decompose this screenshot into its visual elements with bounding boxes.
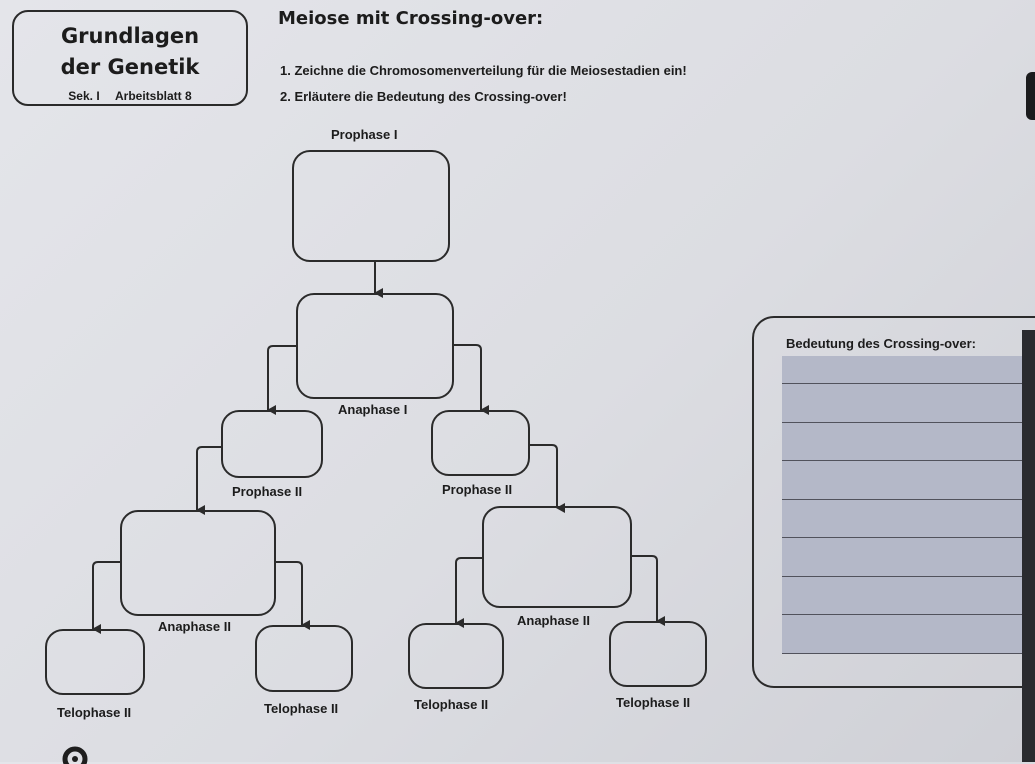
arrow-anaphase2-left-to-telophase-2 (276, 561, 310, 630)
drawing-box-telophase2-1[interactable] (45, 629, 145, 695)
label-anaphase2-left: Anaphase II (158, 619, 231, 634)
answer-line (782, 575, 1035, 577)
header-subtitle: Sek. I Arbeitsblatt 8 (14, 89, 246, 103)
answer-line (782, 421, 1035, 423)
worksheet-title: Meiose mit Crossing-over: (278, 8, 544, 29)
arrow-anaphase1-to-prophase2-left (267, 345, 296, 415)
label-prophase2-right: Prophase II (442, 482, 513, 497)
drawing-box-telophase2-3[interactable] (408, 623, 504, 689)
answer-line (782, 614, 1035, 615)
answer-line (782, 383, 1035, 384)
label-telophase2-3: Telophase II (414, 697, 489, 712)
answer-lines-area[interactable] (782, 356, 1035, 654)
drawing-box-telophase2-2[interactable] (255, 625, 353, 692)
arrow-anaphase2-right-to-telophase-4 (632, 555, 665, 626)
header-title-line1: Grundlagen (60, 24, 200, 48)
drawing-box-prophase2-left[interactable] (221, 410, 323, 478)
answer-line (782, 537, 1035, 538)
pen-tip (1026, 72, 1035, 120)
label-telophase2-1: Telophase II (57, 705, 132, 720)
answer-heading: Bedeutung des Crossing-over: (786, 336, 976, 351)
answer-line (782, 460, 1035, 461)
drawing-box-telophase2-4[interactable] (609, 621, 707, 687)
label-telophase2-2: Telophase II (264, 701, 339, 716)
header-title: Grundlagen der Genetik (14, 21, 246, 83)
label-anaphase1: Anaphase I (338, 402, 408, 417)
arrow-anaphase1-to-prophase2-right (454, 344, 489, 415)
level-label: Sek. I (68, 89, 100, 103)
arrow-anaphase2-right-to-telophase-3 (455, 557, 482, 628)
label-prophase2-left: Prophase II (232, 484, 303, 499)
answer-panel (752, 316, 1035, 688)
screen-edge-shadow (1022, 330, 1035, 762)
arrow-prophase2-right-to-anaphase2-right (529, 444, 565, 513)
label-telophase2-4: Telophase II (616, 695, 691, 710)
answer-line (782, 652, 1035, 654)
drawing-box-anaphase1[interactable] (296, 293, 454, 399)
task-1: 1. Zeichne die Chromosomenverteilung für… (280, 63, 687, 78)
answer-line (782, 498, 1035, 500)
sheet-label: Arbeitsblatt 8 (115, 89, 192, 103)
drawing-box-prophase2-right[interactable] (431, 410, 530, 476)
label-anaphase2-right: Anaphase II (517, 613, 590, 628)
task-2: 2. Erläutere die Bedeutung des Crossing-… (280, 89, 567, 104)
arrow-anaphase2-left-to-telophase-1 (92, 561, 120, 634)
header-title-line2: der Genetik (60, 55, 200, 79)
drawing-box-anaphase2-right[interactable] (482, 506, 632, 608)
arrow-prophase2-left-to-anaphase2-left (196, 446, 221, 515)
drawing-box-prophase1[interactable] (292, 150, 450, 262)
header-box: Grundlagen der Genetik Sek. I Arbeitsbla… (12, 10, 248, 106)
label-prophase1: Prophase I (331, 127, 398, 142)
gear-icon (62, 746, 88, 764)
drawing-box-anaphase2-left[interactable] (120, 510, 276, 616)
